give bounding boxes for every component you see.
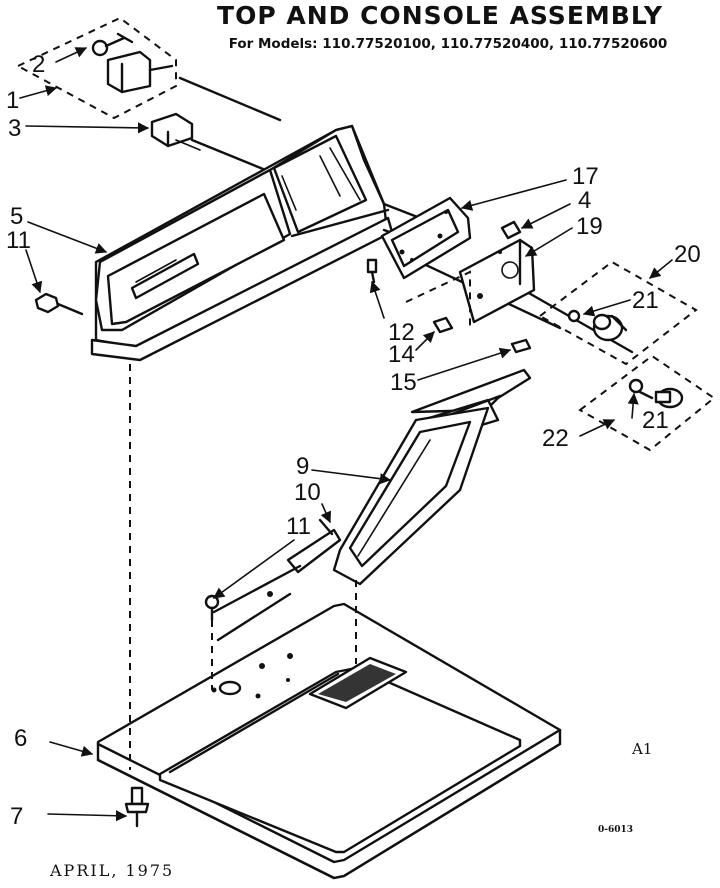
screw-7 [124, 786, 150, 828]
callout-4: 4 [578, 187, 591, 214]
timer-panel [380, 196, 472, 280]
screw-14 [432, 316, 454, 334]
page-code: A1 [631, 740, 652, 758]
dryer-top [96, 602, 562, 880]
callout-21-upper: 21 [632, 287, 659, 314]
screw-12 [366, 258, 378, 284]
page-title: TOP AND CONSOLE ASSEMBLY [217, 1, 663, 30]
callout-21-lower: 21 [642, 407, 669, 434]
drawing-number: 0-6013 [598, 825, 633, 835]
callout-17: 17 [572, 163, 599, 190]
knob-group-20 [538, 260, 698, 366]
callout-7: 7 [10, 803, 23, 830]
callout-11-left: 11 [6, 227, 31, 254]
callout-20: 20 [674, 241, 701, 268]
callout-9: 9 [296, 453, 309, 480]
knob-group-22 [578, 354, 716, 452]
screw-15 [510, 338, 532, 354]
callout-12: 12 [388, 319, 415, 346]
print-date: APRIL, 1975 [49, 861, 174, 880]
callout-11-right: 11 [286, 513, 311, 540]
callout-19: 19 [576, 213, 603, 240]
callout-15: 15 [390, 369, 417, 396]
timer [458, 238, 536, 324]
callout-10: 10 [294, 479, 321, 506]
callout-3: 3 [8, 115, 21, 142]
callout-2: 2 [32, 51, 45, 78]
model-list: For Models: 110.77520100, 110.77520400, … [229, 36, 668, 52]
terminal-block-group [15, 16, 177, 120]
screw-4 [500, 220, 522, 240]
hinge-rod [204, 518, 342, 642]
callout-6: 6 [14, 725, 27, 752]
callout-22: 22 [542, 425, 569, 452]
callout-14: 14 [388, 341, 415, 368]
receptacle-part [150, 112, 201, 151]
screw-11-left [34, 292, 84, 316]
callout-1: 1 [6, 87, 19, 114]
console-panel [90, 124, 394, 362]
callout-5: 5 [10, 203, 23, 230]
door-panel [332, 368, 532, 586]
